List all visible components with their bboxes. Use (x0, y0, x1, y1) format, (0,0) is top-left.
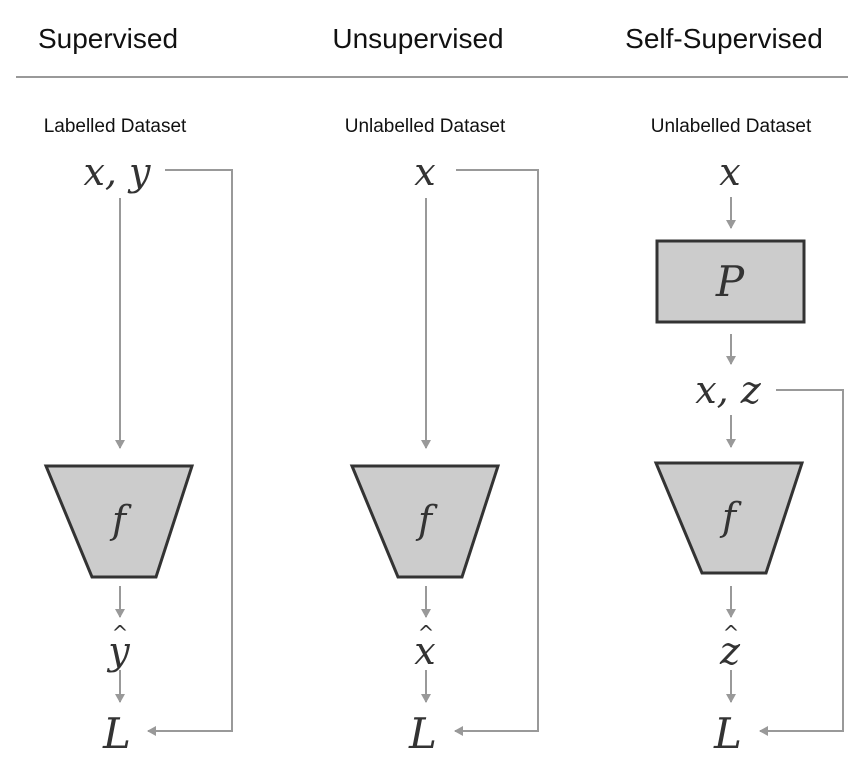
prediction-hat-unsupervised: ^ (418, 621, 435, 645)
prediction-hat-self-supervised: ^ (723, 621, 740, 645)
pretext-box (655, 239, 806, 324)
model-trapezoid-self-supervised (653, 461, 805, 575)
loss-unsupervised: L (408, 709, 437, 758)
heading-supervised: Supervised (38, 23, 178, 54)
dataset-label-self-supervised: Unlabelled Dataset (651, 116, 812, 137)
heading-unsupervised: Unsupervised (332, 23, 503, 54)
heading-self-supervised: Self-Supervised (625, 23, 823, 54)
dataset-label-supervised: Labelled Dataset (44, 116, 187, 137)
input-supervised: x, y (83, 150, 151, 194)
loss-supervised: L (102, 709, 131, 758)
prediction-self-supervised: z (719, 629, 741, 673)
model-trapezoid-unsupervised (349, 464, 501, 579)
model-trapezoid-supervised (43, 464, 195, 579)
prediction-supervised: y (106, 629, 130, 673)
prediction-hat-supervised: ^ (112, 621, 129, 645)
pretext-output: x, z (695, 368, 762, 412)
input-to-loss-connector-unsupervised (454, 169, 539, 736)
input-unsupervised: x (414, 150, 435, 194)
label-to-loss-connector-supervised (147, 169, 233, 736)
prediction-unsupervised: x (414, 629, 435, 673)
loss-self-supervised: L (713, 709, 742, 758)
dataset-label-unsupervised: Unlabelled Dataset (345, 116, 506, 137)
input-self-supervised: x (719, 150, 740, 194)
pretext-label: P (715, 257, 745, 306)
pseudo-label-to-loss-connector-self-supervised (759, 389, 844, 736)
